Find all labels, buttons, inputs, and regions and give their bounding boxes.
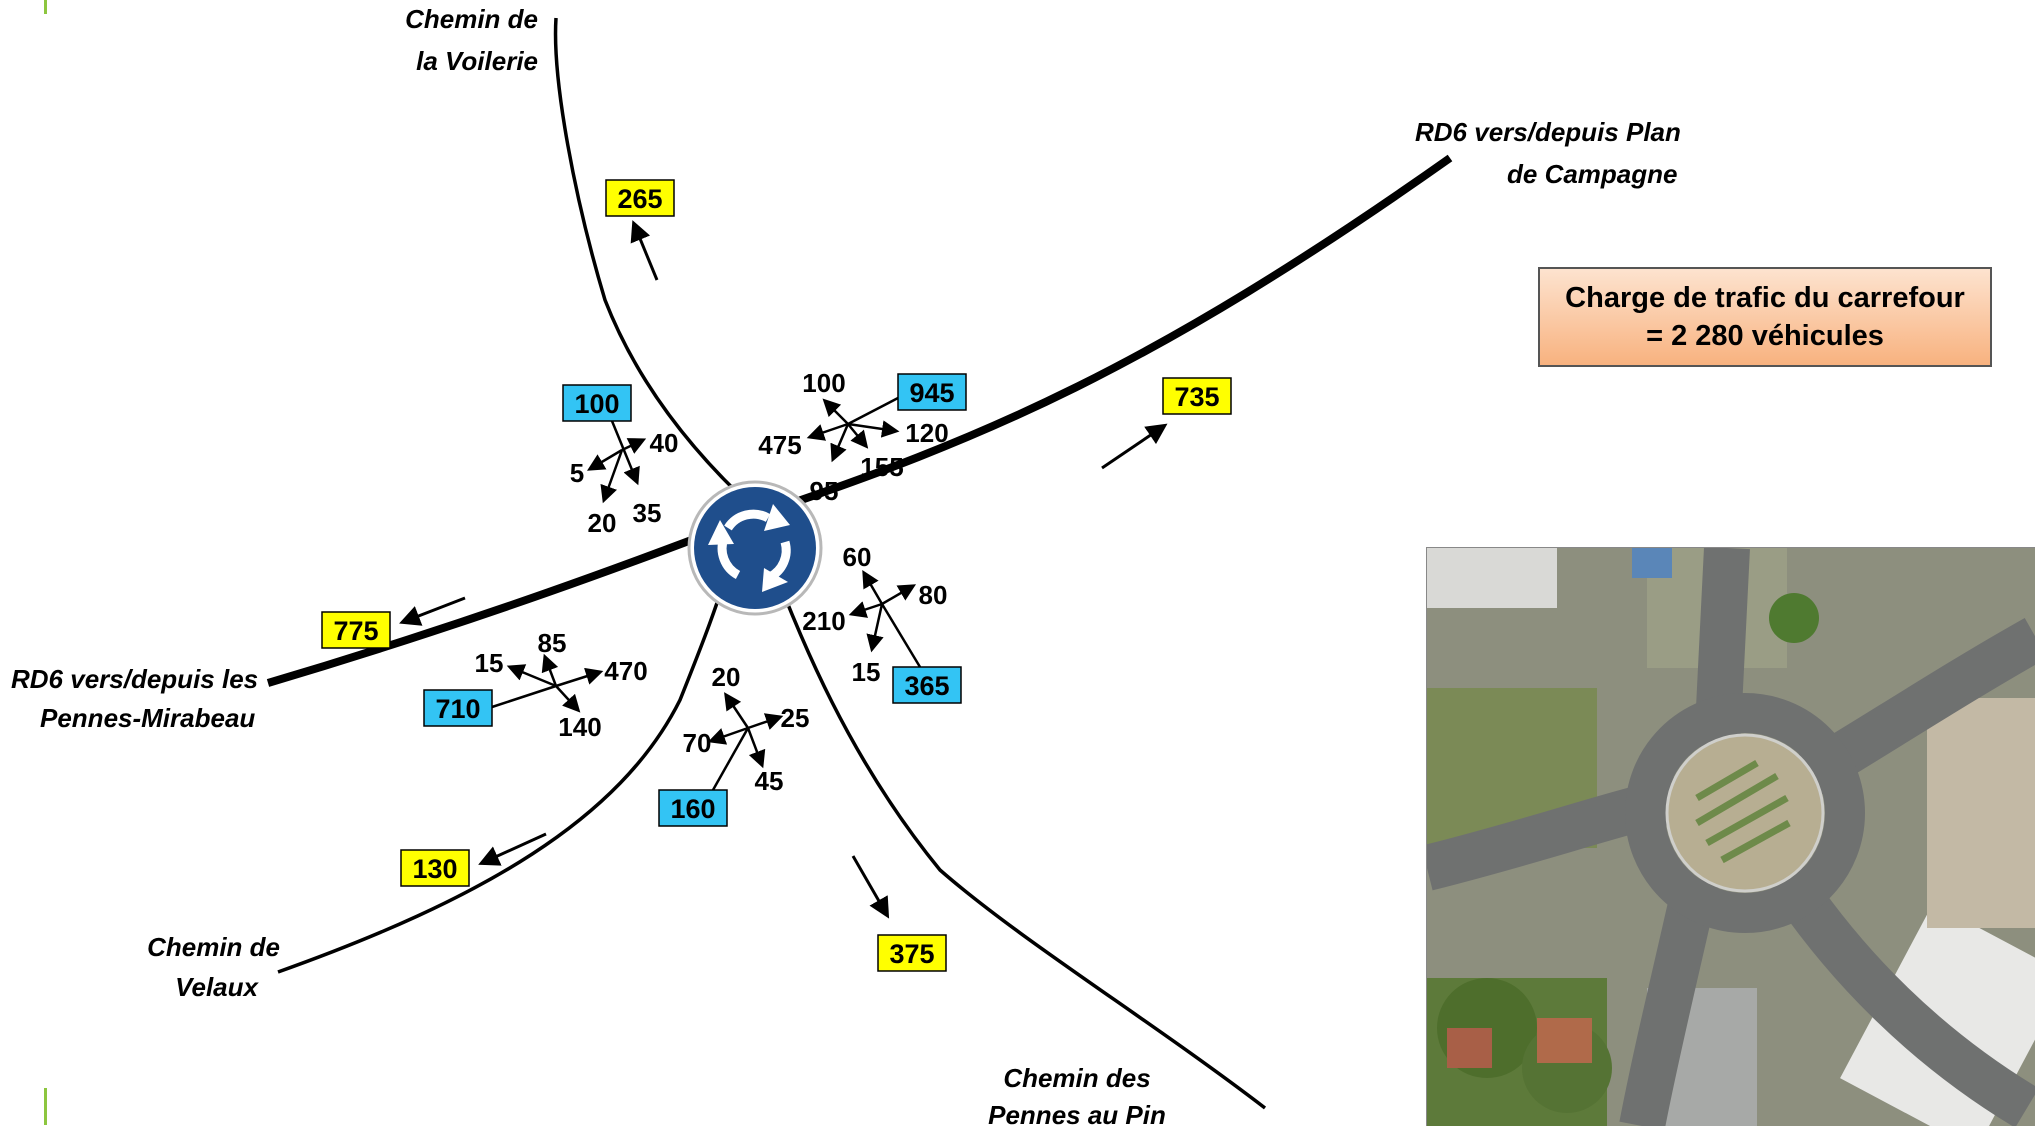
svg-text:Pennes-Mirabeau: Pennes-Mirabeau (40, 703, 255, 733)
aerial-photo (1426, 547, 2035, 1126)
roundabout-icon (687, 480, 823, 616)
approach-pennes-mirabeau: 710 85 15 470 140 (423, 628, 648, 742)
svg-text:RD6 vers/depuis les: RD6 vers/depuis les (11, 664, 258, 694)
label-rd6-plan-campagne: RD6 vers/depuis Plan de Campagne (1415, 117, 1681, 189)
traffic-load-box: Charge de trafic du carrefour = 2 280 vé… (1538, 267, 1992, 367)
svg-text:735: 735 (1174, 382, 1219, 412)
svg-text:265: 265 (617, 184, 662, 214)
svg-text:RD6 vers/depuis Plan: RD6 vers/depuis Plan (1415, 117, 1681, 147)
svg-text:775: 775 (333, 616, 378, 646)
arrow-out-pennes-mirabeau (399, 596, 466, 626)
svg-text:15: 15 (852, 657, 881, 687)
svg-text:Velaux: Velaux (175, 972, 259, 1002)
label-chemin-pennes-pin: Chemin des Pennes au Pin (988, 1063, 1166, 1125)
svg-text:15: 15 (475, 648, 504, 678)
traffic-load-title: Charge de trafic du carrefour (1565, 282, 1965, 314)
svg-text:120: 120 (905, 418, 948, 448)
road-chemin-voilerie (553, 17, 762, 516)
svg-text:375: 375 (889, 939, 934, 969)
traffic-load-value: = 2 280 véhicules (1646, 320, 1884, 352)
svg-text:20: 20 (588, 508, 617, 538)
svg-text:20: 20 (712, 662, 741, 692)
svg-text:5: 5 (570, 458, 584, 488)
svg-text:70: 70 (683, 728, 712, 758)
outflow-pennes-pin: 375 (851, 855, 947, 972)
svg-text:80: 80 (919, 580, 948, 610)
accent-mark-bottom (44, 1088, 47, 1125)
svg-text:Chemin des: Chemin des (1003, 1063, 1150, 1093)
svg-text:470: 470 (604, 656, 647, 686)
road-chemin-velaux (277, 544, 737, 974)
svg-text:25: 25 (781, 703, 810, 733)
approach-plan-campagne: 945 100 120 475 95 155 (758, 368, 967, 506)
outflow-velaux: 130 (400, 832, 547, 887)
svg-text:160: 160 (670, 794, 715, 824)
svg-text:Pennes au Pin: Pennes au Pin (988, 1100, 1166, 1125)
outflow-voilerie: 265 (605, 179, 675, 281)
approach-velaux: 160 20 25 70 45 (658, 662, 810, 827)
svg-text:Chemin de: Chemin de (147, 932, 280, 962)
svg-text:210: 210 (802, 606, 845, 636)
approach-pennes-pin: 365 60 80 210 15 (802, 542, 962, 704)
svg-text:710: 710 (435, 694, 480, 724)
svg-text:130: 130 (412, 854, 457, 884)
svg-text:60: 60 (843, 542, 872, 572)
svg-text:Chemin de: Chemin de (405, 4, 538, 34)
svg-text:45: 45 (755, 766, 784, 796)
road-chemin-pennes-pin (763, 544, 1267, 1110)
svg-text:100: 100 (574, 389, 619, 419)
label-chemin-velaux: Chemin de Velaux (147, 932, 280, 1002)
svg-text:de Campagne: de Campagne (1507, 159, 1678, 189)
svg-text:155: 155 (860, 452, 903, 482)
outflow-plan-campagne: 735 (1101, 377, 1232, 470)
svg-text:95: 95 (810, 476, 839, 506)
svg-text:35: 35 (633, 498, 662, 528)
arrow-out-voilerie (630, 220, 659, 281)
svg-text:365: 365 (904, 671, 949, 701)
svg-text:945: 945 (909, 378, 954, 408)
svg-text:140: 140 (558, 712, 601, 742)
arrow-out-pennes-pin (851, 855, 890, 919)
svg-text:la Voilerie: la Voilerie (416, 46, 538, 76)
arrow-out-velaux (478, 832, 547, 866)
outflow-pennes-mirabeau: 775 (321, 596, 466, 649)
accent-mark-top (44, 0, 47, 14)
label-rd6-pennes-mirabeau: RD6 vers/depuis les Pennes-Mirabeau (11, 664, 258, 733)
arrow-out-plan-campagne (1101, 423, 1168, 470)
svg-text:475: 475 (758, 430, 801, 460)
svg-text:40: 40 (650, 428, 679, 458)
label-chemin-voilerie: Chemin de la Voilerie (405, 4, 538, 76)
svg-text:100: 100 (802, 368, 845, 398)
approach-voilerie: 100 40 5 20 35 (562, 384, 679, 538)
svg-text:85: 85 (538, 628, 567, 658)
